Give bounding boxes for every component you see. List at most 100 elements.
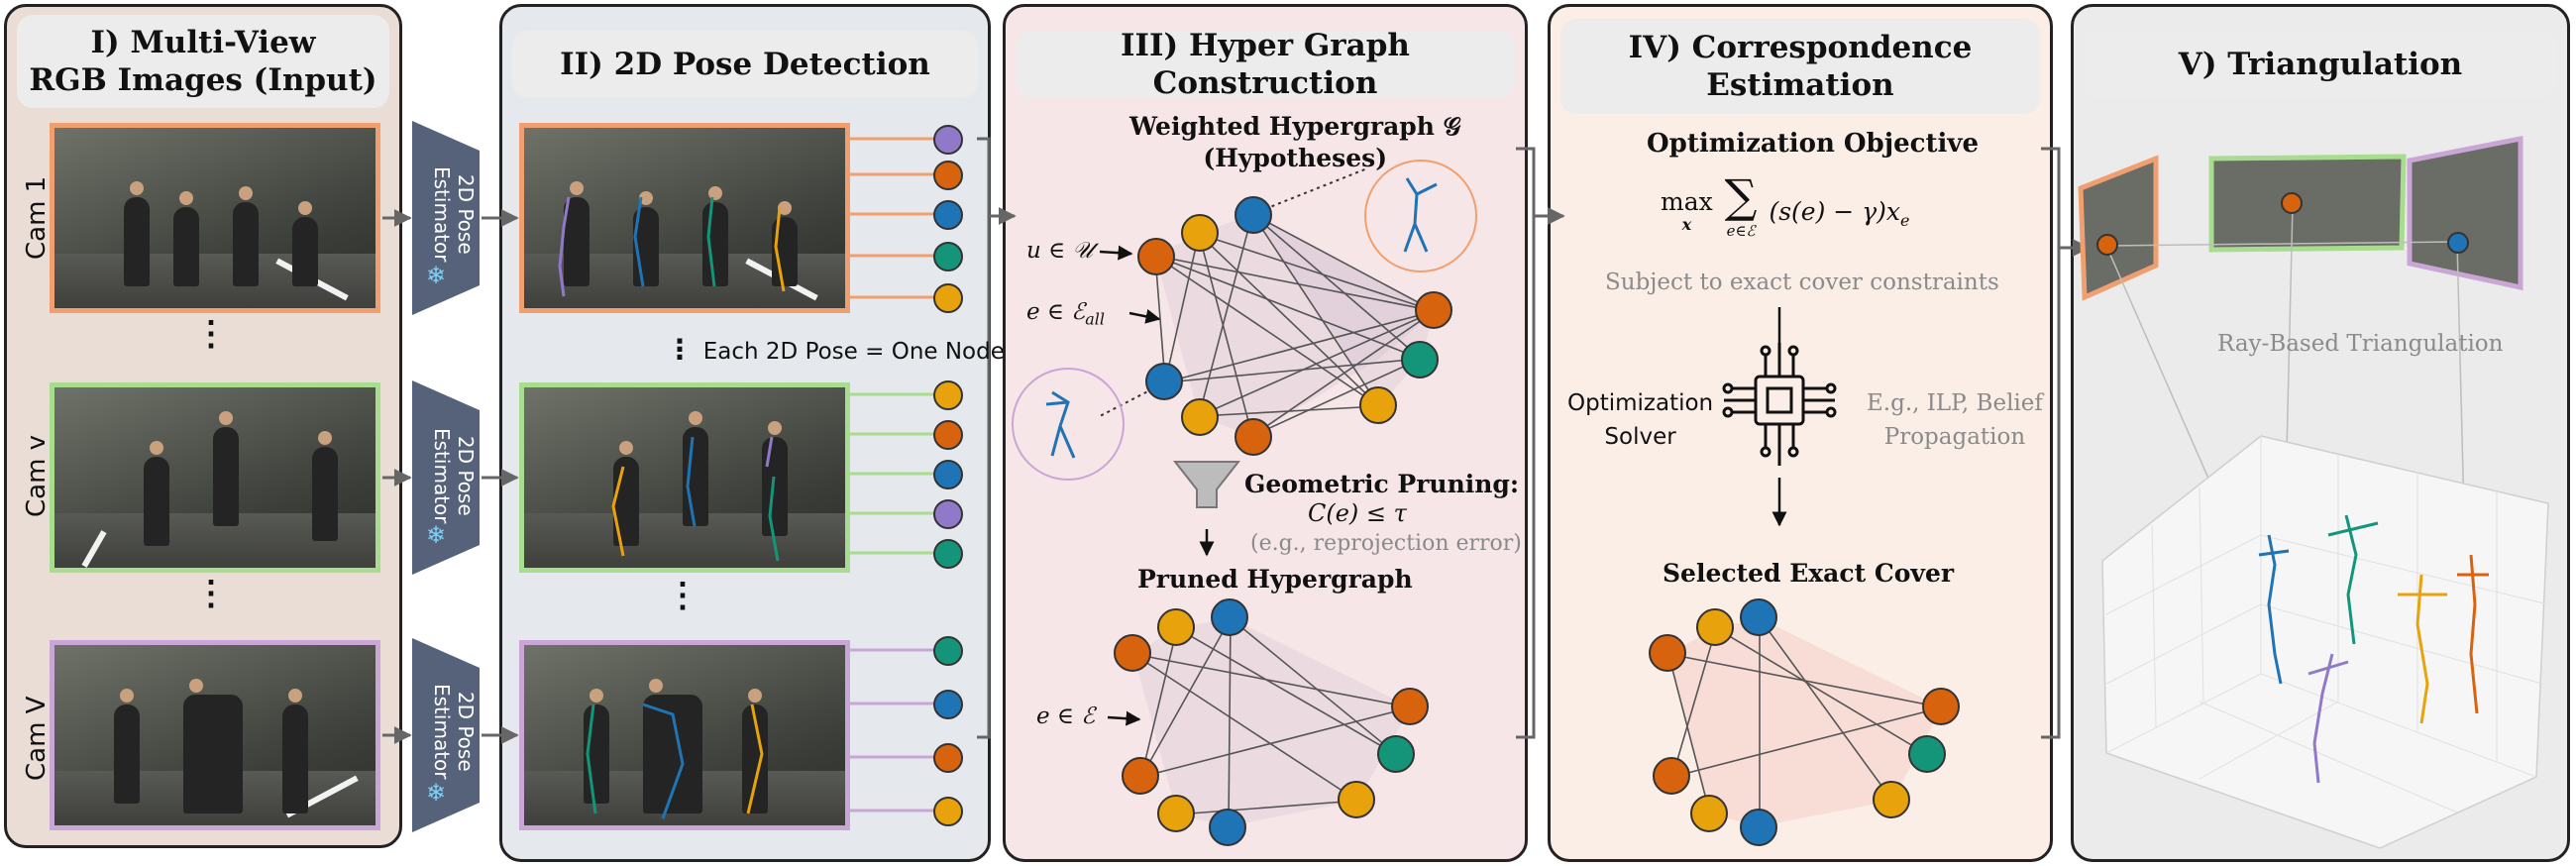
pruning-title: Geometric Pruning: [1244, 470, 1520, 498]
pruned-node [1122, 757, 1159, 795]
panel-input-title: I) Multi-View RGB Images (Input) [17, 15, 389, 108]
detection-node [933, 539, 963, 569]
constraint-text: Subject to exact cover constraints [1605, 270, 1999, 295]
photo-cam1-detection [519, 123, 850, 313]
objective-max-sub: x [1681, 215, 1692, 234]
panel-correspondence-title-line1: IV) Correspondence [1628, 30, 1973, 65]
e-all-label-sub: all [1085, 309, 1105, 329]
cover-node [1653, 757, 1690, 795]
photo-camV-detection [519, 640, 850, 830]
detection-node [933, 460, 963, 489]
cover-node [1922, 688, 1960, 725]
objective-sub: e [1900, 211, 1910, 230]
panel-pose-detection-title: II) 2D Pose Detection [512, 31, 978, 98]
objective-title: Optimization Objective [1647, 129, 1980, 159]
detection-node [933, 125, 963, 155]
cover-node [1908, 735, 1946, 773]
objective-body: (s(e) − γ)x [1769, 197, 1900, 226]
pruned-node [1157, 795, 1195, 832]
pruned-title: Pruned Hypergraph [1137, 565, 1413, 594]
pose-node-note-text: Each 2D Pose = One Node [702, 339, 1005, 365]
photo-camV-input [50, 640, 380, 830]
hypergraph-node [1145, 363, 1183, 400]
detection-node [933, 242, 963, 271]
ray-triangulation-label: Ray-Based Triangulation [2217, 331, 2504, 357]
detection-node [933, 380, 963, 410]
panel-input-title-line1: I) Multi-View [90, 25, 316, 60]
detection-node [933, 161, 963, 190]
panel-correspondence-title-line2: Estimation [1706, 67, 1894, 103]
hypergraph-node [1137, 238, 1175, 275]
snowflake-icon: ❄ [426, 779, 447, 807]
pruning-example: (e.g., reprojection error) [1250, 531, 1522, 556]
detection-node [933, 690, 963, 719]
hypergraph-node [1415, 291, 1452, 329]
panel-hypergraph-title: III) Hyper Graph Construction [1016, 28, 1515, 101]
snowflake-icon: ❄ [426, 521, 447, 549]
cover-node [1740, 809, 1777, 846]
chip-icon [1722, 343, 1837, 466]
hypergraph-node [1401, 341, 1439, 379]
e-all-label-text: e ∈ ℰ [1026, 299, 1086, 325]
cover-node [1873, 781, 1910, 818]
snowflake-icon: ❄ [426, 262, 447, 289]
cover-node [1690, 795, 1728, 832]
solver-examples: E.g., ILP, Belief Propagation [1867, 386, 2043, 454]
pruned-node [1377, 735, 1415, 773]
pruned-node [1391, 688, 1429, 725]
solver-line2: Solver [1604, 424, 1676, 450]
detection-node [933, 636, 963, 666]
detection-node [933, 420, 963, 450]
pruned-node [1114, 634, 1151, 672]
camera-joint-node [2281, 192, 2303, 214]
estimator-shape-1 [412, 121, 480, 315]
u-label: u ∈ 𝒰 [1026, 238, 1094, 264]
detection-node [933, 200, 963, 230]
solver-examples-line1: E.g., ILP, Belief [1867, 390, 2043, 416]
hypergraph-node [1181, 214, 1219, 252]
hypergraph-title-line2: (Hypotheses) [1203, 144, 1388, 172]
pose-node-note: ⋮ Each 2D Pose = One Node [666, 333, 1005, 366]
pruned-node [1338, 781, 1375, 818]
pruned-node [1209, 809, 1246, 846]
hypergraph-node [1181, 398, 1219, 436]
pruned-node [1211, 598, 1248, 636]
panel-triangulation-title: V) Triangulation [2084, 31, 2557, 98]
camera-joint-node [2096, 234, 2118, 256]
hypergraph-node [1359, 386, 1397, 424]
panel-correspondence-title: IV) Correspondence Estimation [1560, 19, 2040, 114]
panel-input-title-line2: RGB Images (Input) [29, 62, 377, 98]
funnel-icon [1172, 461, 1241, 508]
detection-node [933, 743, 963, 773]
solver-line1: Optimization [1567, 390, 1714, 416]
photo-camv-input [50, 382, 380, 573]
cover-node [1649, 634, 1686, 672]
hypergraph-node [1234, 196, 1272, 234]
detection-node [933, 283, 963, 313]
estimator-shape-3 [412, 638, 480, 832]
detection-node [933, 499, 963, 529]
photo-cam1-input [50, 123, 380, 313]
photo-camv-detection [519, 382, 850, 573]
hypergraph-node [1234, 418, 1272, 456]
panel-correspondence: IV) Correspondence Estimation [1548, 4, 2053, 862]
objective-sum-sub: e∈ℰ [1726, 222, 1756, 240]
e-all-label: e ∈ ℰall [1026, 299, 1105, 329]
detection-node [933, 797, 963, 826]
pruned-node [1157, 608, 1195, 646]
estimator-shape-2 [412, 380, 480, 575]
camera-joint-node [2447, 232, 2469, 254]
cover-node [1740, 598, 1777, 636]
objective-max: max [1661, 187, 1713, 216]
solver-label: Optimization Solver [1567, 386, 1713, 454]
hypergraph-title-line1: Weighted Hypergraph 𝒢 [1129, 112, 1461, 141]
solver-examples-line2: Propagation [1883, 424, 2026, 450]
cover-node [1696, 608, 1734, 646]
hypergraph-title: Weighted Hypergraph 𝒢 (Hypotheses) [1129, 111, 1460, 174]
objective-formula: max x ∑ e∈ℰ (s(e) − γ)xe [1661, 169, 1910, 240]
pruning-formula: 𝐶(e) ≤ τ [1308, 499, 1407, 527]
e-label: e ∈ ℰ [1036, 704, 1096, 729]
selected-cover-title: Selected Exact Cover [1663, 559, 1955, 588]
